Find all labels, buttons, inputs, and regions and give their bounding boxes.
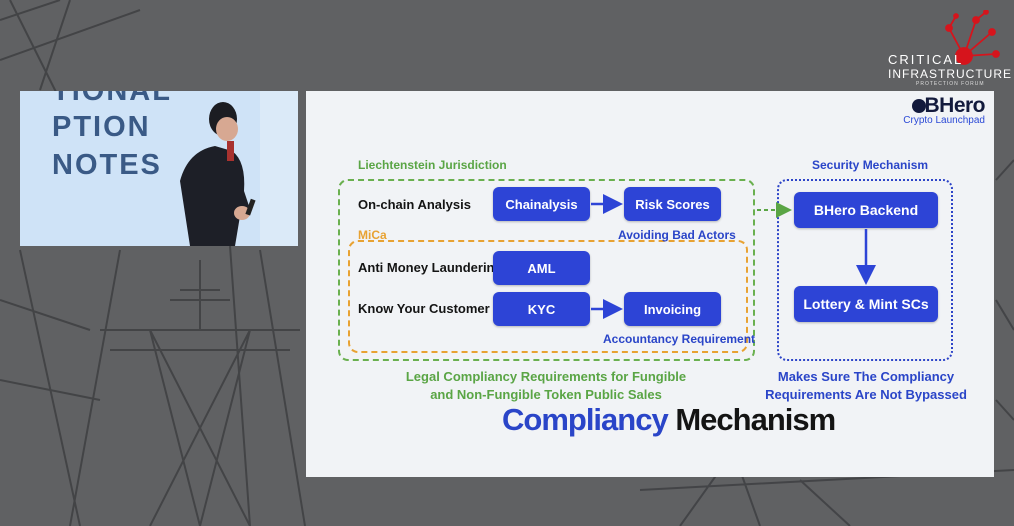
security-label: Security Mechanism xyxy=(812,158,929,172)
backdrop-text-3: NOTES xyxy=(52,149,162,181)
backdrop-text-2: PTION xyxy=(52,111,151,143)
kyc-box: KYC xyxy=(493,292,590,326)
brand-name: BHero xyxy=(903,94,985,118)
network-icon xyxy=(945,10,1000,65)
aml-row-label: Anti Money Laundering xyxy=(358,260,503,275)
bhero-backend-box: BHero Backend xyxy=(794,192,938,228)
kyc-row-label: Know Your Customer xyxy=(358,301,490,316)
mica-group xyxy=(348,240,748,353)
flow-arrows xyxy=(591,194,876,319)
invoicing-box: Invoicing xyxy=(624,292,721,326)
slide-title-part-2: Mechanism xyxy=(675,402,836,437)
right-caption-line-2: Requirements Are Not Bypassed xyxy=(765,387,967,402)
speaker-figure xyxy=(180,91,298,246)
mica-label: MiCa xyxy=(358,228,387,242)
brand-name-text: BHero xyxy=(924,94,985,117)
speaker-video: TIONAL PTION NOTES xyxy=(20,91,298,246)
event-logo: CRITICAL INFRASTRUCTURE PROTECTION FORUM xyxy=(884,10,1012,90)
security-group xyxy=(777,179,953,361)
onchain-analysis-label: On-chain Analysis xyxy=(358,197,471,212)
avoiding-bad-actors-note: Avoiding Bad Actors xyxy=(618,228,736,242)
logo-line-3: PROTECTION FORUM xyxy=(916,81,985,87)
brand-block: BHero Crypto Launchpad xyxy=(903,94,985,126)
right-caption-line-1: Makes Sure The Compliancy xyxy=(777,369,955,384)
left-caption: Legal Compliancy Requirements for Fungib… xyxy=(376,368,716,404)
slide-title-part-1: Compliancy xyxy=(502,402,669,437)
lottery-mint-box: Lottery & Mint SCs xyxy=(794,286,938,322)
accountancy-note: Accountancy Requirement xyxy=(603,332,756,346)
aml-box: AML xyxy=(493,251,590,285)
liechtenstein-group xyxy=(338,179,755,361)
liechtenstein-label: Liechtenstein Jurisdiction xyxy=(358,158,507,172)
presentation-slide: BHero Crypto Launchpad Liechtenstein Jur… xyxy=(306,91,994,477)
bhero-logo-icon xyxy=(912,99,927,113)
slide-title: Compliancy Mechanism xyxy=(502,402,836,438)
left-caption-line-2: and Non-Fungible Token Public Sales xyxy=(430,387,662,402)
backdrop-text-1: TIONAL xyxy=(52,91,172,107)
logo-line-2: INFRASTRUCTURE xyxy=(888,67,1012,81)
right-caption: Makes Sure The Compliancy Requirements A… xyxy=(756,368,976,404)
chainalysis-box: Chainalysis xyxy=(493,187,590,221)
left-caption-line-1: Legal Compliancy Requirements for Fungib… xyxy=(405,369,687,384)
brand-subtitle: Crypto Launchpad xyxy=(903,115,985,126)
risk-scores-box: Risk Scores xyxy=(624,187,721,221)
logo-line-1: CRITICAL xyxy=(888,52,964,67)
